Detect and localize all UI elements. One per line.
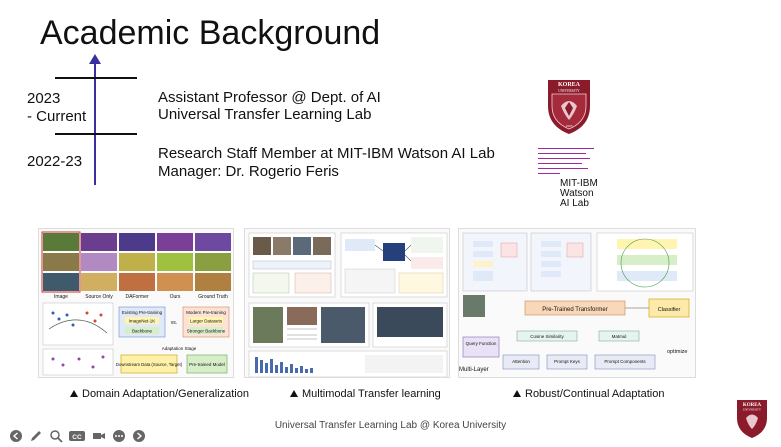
da-label-source-only: Source Only: [85, 294, 113, 300]
timeline-year-line: 2022-23: [27, 153, 83, 170]
cl-optimize: optimize: [667, 349, 687, 355]
mit-ibm-logo: MIT-IBM Watson AI Lab: [538, 148, 628, 209]
cl-attention: Attention: [512, 359, 530, 364]
mit-ibm-text-2: Watson: [560, 188, 594, 199]
cl-prompt-keys: Prompt Keys: [554, 359, 581, 364]
korea-logo-bottom: UNIVERSITY: [558, 89, 580, 93]
da-flow-pretrained: Pre-trained Model: [189, 362, 225, 367]
cl-prompt-components: Prompt Components: [604, 359, 646, 364]
captions-label: CC: [72, 434, 82, 441]
cl-multilayer: Multi-Layer: [459, 367, 489, 373]
caption-multimodal: Multimodal Transfer learning: [290, 388, 441, 400]
mit-ibm-text-1: MIT-IBM: [560, 178, 598, 189]
cl-pretrained: Pre-Trained Transformer: [542, 307, 607, 313]
mit-ibm-text-3: AI Lab: [560, 198, 589, 209]
da-label-ground-truth: Ground Truth: [198, 294, 228, 300]
korea-logo-small-bottom: UNIVERSITY: [743, 408, 762, 412]
timeline-desc-2-line1: Research Staff Member at MIT-IBM Watson …: [158, 145, 495, 162]
korea-university-logo-small: KOREA UNIVERSITY: [735, 398, 769, 440]
presenter-toolbar: CC: [8, 428, 146, 443]
timeline-axis: [94, 60, 96, 185]
timeline-desc-1-line2: Universal Transfer Learning Lab: [158, 106, 372, 123]
da-flow-imagenet: ImageNet-1K: [129, 319, 156, 324]
cl-matmul: Matmul: [612, 334, 627, 339]
timeline-desc-2-line2: Manager: Dr. Rogerio Feris: [158, 163, 339, 180]
captions-icon[interactable]: CC: [68, 428, 86, 443]
da-flow-modern: Modern Pre-training: [186, 310, 226, 315]
zoom-icon[interactable]: [48, 428, 63, 443]
da-label-image: Image: [54, 294, 68, 300]
korea-logo-year: 1905: [566, 124, 573, 128]
timeline-year-line: - Current: [27, 108, 87, 125]
timeline-rule-top: [55, 77, 137, 79]
korea-logo-small-top: KOREA: [743, 403, 762, 408]
da-flow-backbone: Backbone: [132, 329, 153, 334]
da-flow-downstream: Downstream Data (Source, Target): [116, 362, 183, 367]
da-flow-adaptation: Adaptation Stage: [162, 346, 197, 351]
da-vs: vs.: [171, 320, 177, 326]
timeline-year-line: 2023: [27, 90, 61, 107]
da-flow-stronger: Stronger Backbone: [187, 329, 226, 334]
figure-domain-adaptation: Image Source Only DAFormer Ours Ground T…: [38, 228, 234, 378]
cl-query: Query Function: [466, 341, 497, 346]
pen-icon[interactable]: [28, 428, 43, 443]
timeline-desc-1-line1: Assistant Professor @ Dept. of AI: [158, 89, 381, 106]
da-label-ours: Ours: [170, 294, 181, 300]
da-flow-existing: Existing Pre-training: [122, 310, 163, 315]
korea-university-logo: KOREA UNIVERSITY 1905: [544, 76, 594, 136]
slide-title: Academic Background: [40, 14, 381, 52]
timeline-rule-bottom: [55, 133, 137, 135]
timeline-year-2022: 2022-23: [27, 153, 82, 171]
da-flow-larger: Larger Datasets: [190, 319, 223, 324]
da-label-daformer: DAFormer: [125, 294, 148, 300]
caption-domain-adaptation-text: Domain Adaptation/Generalization: [82, 388, 249, 400]
more-icon[interactable]: [111, 428, 126, 443]
slide-footer: Universal Transfer Learning Lab @ Korea …: [274, 420, 507, 431]
cl-cosine: Cosine Similarity: [530, 334, 564, 339]
caption-domain-adaptation: Domain Adaptation/Generalization: [70, 388, 249, 400]
caption-multimodal-text: Multimodal Transfer learning: [302, 388, 441, 400]
figure-continual: Pre-Trained Transformer Classifier Query…: [458, 228, 696, 378]
caption-continual: Robust/Continual Adaptation: [513, 388, 664, 400]
arrow-forward-icon[interactable]: [131, 428, 146, 443]
camera-icon[interactable]: [91, 428, 106, 443]
korea-logo-top: KOREA: [558, 82, 581, 88]
timeline-year-current: 2023- Current: [27, 90, 86, 126]
arrow-back-icon[interactable]: [8, 428, 23, 443]
timeline-arrow-icon: [89, 54, 101, 64]
figure-multimodal: [244, 228, 450, 378]
caption-continual-text: Robust/Continual Adaptation: [525, 388, 665, 400]
cl-classifier: Classifier: [658, 307, 681, 313]
